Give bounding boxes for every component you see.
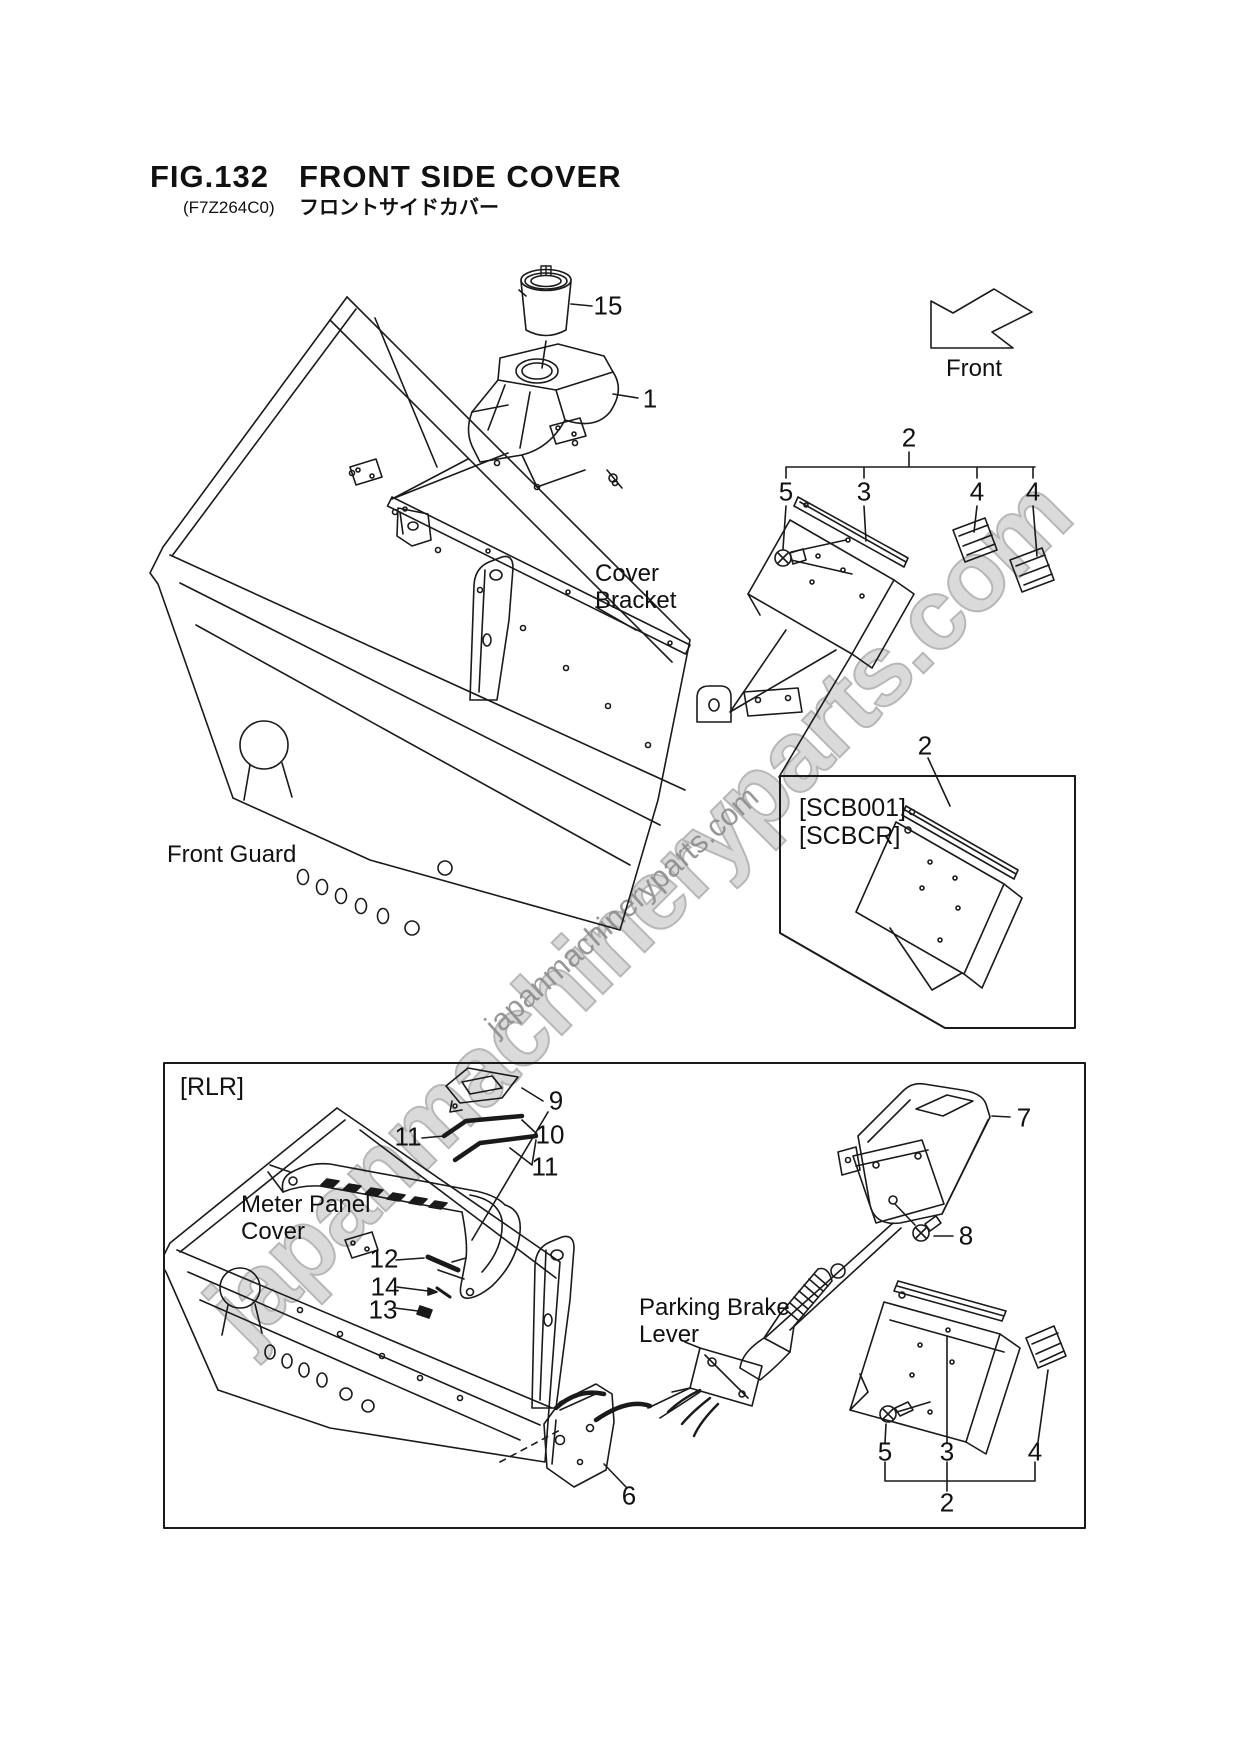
variant-label-scb-line2: [SCBCR] (799, 822, 901, 850)
front-guard-panel (149, 296, 803, 936)
callout-3-top: 3 (856, 476, 872, 507)
callout-7: 7 (1016, 1102, 1032, 1133)
parking-brake-lever-label-line1: Parking Brake (639, 1294, 790, 1321)
variant-label-rlr: [RLR] (180, 1073, 244, 1101)
callout-5-bottom: 5 (877, 1436, 893, 1467)
rlr-contents (164, 1067, 1067, 1492)
callout-6: 6 (621, 1480, 637, 1511)
parking-brake-lever-label: Parking Brake Lever (639, 1294, 790, 1349)
callout-2-top: 2 (901, 422, 917, 453)
part-2-assembly-top (729, 451, 1055, 778)
callout-2-scb: 2 (917, 730, 933, 761)
callout-3-bottom: 3 (939, 1436, 955, 1467)
figure-number: FIG.132 (150, 159, 269, 194)
meter-panel-cover (267, 1162, 522, 1300)
variant-label-scb-line1: [SCB001] (799, 794, 907, 822)
figure-title-japanese: フロントサイドカバー (299, 197, 499, 219)
meter-panel-cover-label: Meter Panel Cover (241, 1191, 371, 1246)
front-guard-label: Front Guard (167, 841, 297, 868)
scb-variant-box (779, 757, 1076, 1029)
callout-2-bottom: 2 (939, 1487, 955, 1518)
callout-10: 10 (535, 1119, 565, 1150)
parts-10-11-rods (421, 1113, 539, 1166)
variant-label-scb: [SCB001] [SCBCR] (799, 794, 906, 850)
callout-1: 1 (642, 383, 658, 414)
callout-13: 13 (368, 1294, 398, 1325)
parts-12-14-13-fasteners (394, 1254, 465, 1319)
front-direction-arrow (930, 288, 1033, 349)
cover-bracket-bar (386, 452, 691, 655)
part-2-assembly-bottom (849, 1280, 1067, 1492)
callout-5-top: 5 (778, 476, 794, 507)
meter-panel-cover-label-line1: Meter Panel (241, 1191, 371, 1218)
cover-bracket-label-line1: Cover (595, 560, 660, 587)
figure-code: (F7Z264C0) (183, 198, 275, 217)
callout-4a-top: 4 (969, 476, 985, 507)
front-arrow-label: Front (946, 355, 1003, 382)
cover-bracket-label: Cover Bracket (595, 560, 677, 615)
rlr-variant-box (163, 1062, 1086, 1529)
part-15-cup (518, 265, 593, 369)
callout-9: 9 (548, 1085, 564, 1116)
callout-14: 14 (370, 1271, 400, 1302)
callout-4b-top: 4 (1025, 476, 1041, 507)
callout-15: 15 (593, 290, 623, 321)
callout-4-bottom: 4 (1027, 1436, 1043, 1467)
parking-brake-lever-label-line2: Lever (639, 1320, 700, 1348)
meter-panel-cover-label-line2: Cover (241, 1217, 306, 1245)
front-guard-panel-lower (164, 1107, 575, 1463)
page-title: FRONT SIDE COVER (299, 159, 622, 194)
callout-12: 12 (369, 1243, 399, 1274)
part-7-cover (837, 1082, 1011, 1242)
callout-11a: 11 (394, 1121, 422, 1152)
part-1-front-side-cover (374, 317, 639, 491)
callout-11b: 11 (531, 1151, 559, 1182)
callout-8: 8 (958, 1220, 974, 1251)
parking-brake-lever (647, 1222, 902, 1438)
cover-bracket-label-line2: Bracket (595, 586, 677, 614)
part-6-bracket (543, 1383, 653, 1488)
